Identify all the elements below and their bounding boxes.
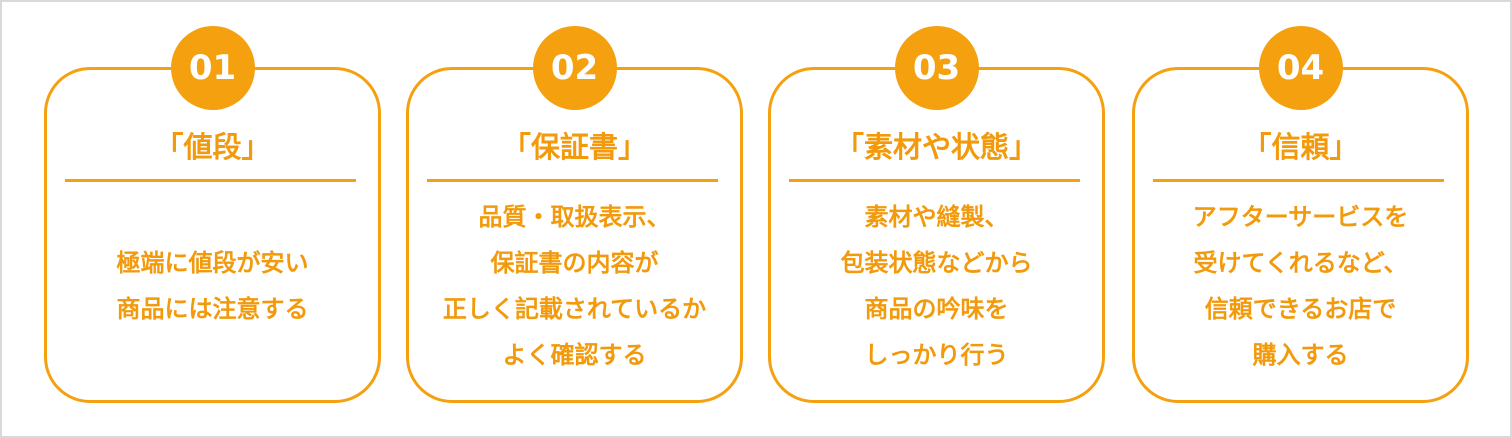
card-title: 「素材や状態」 (834, 130, 1038, 164)
card-body: 品質・取扱表示、 保証書の内容が 正しく記載されているか よく確認する (442, 203, 707, 369)
divider (1153, 179, 1444, 182)
tip-card-trust: 04 「信頼」 アフターサービスを 受けてくれるなど、 信頼できるお店で 購入す… (1132, 26, 1469, 403)
card-body: アフターサービスを 受けてくれるなど、 信頼できるお店で 購入する (1192, 203, 1409, 369)
step-number-badge: 02 (532, 26, 617, 110)
card-title: 「保証書」 (501, 130, 647, 164)
tip-card-material: 03 「素材や状態」 素材や縫製、 包装状態などから 商品の吟味を しっかり行う (768, 26, 1105, 403)
step-number-badge: 03 (894, 26, 979, 110)
card-body: 素材や縫製、 包装状態などから 商品の吟味を しっかり行う (840, 203, 1033, 369)
divider (65, 179, 356, 182)
card-title: 「値段」 (154, 130, 271, 164)
tip-card-warranty: 02 「保証書」 品質・取扱表示、 保証書の内容が 正しく記載されているか よく… (406, 26, 743, 403)
step-number-badge: 01 (170, 26, 255, 110)
card-body: 極端に値段が安い 商品には注意する (116, 249, 309, 323)
divider (427, 179, 718, 182)
divider (789, 179, 1080, 182)
card-title: 「信頼」 (1242, 130, 1359, 164)
tip-card-price: 01 「値段」 極端に値段が安い 商品には注意する (44, 26, 381, 403)
step-number-badge: 04 (1258, 26, 1343, 110)
